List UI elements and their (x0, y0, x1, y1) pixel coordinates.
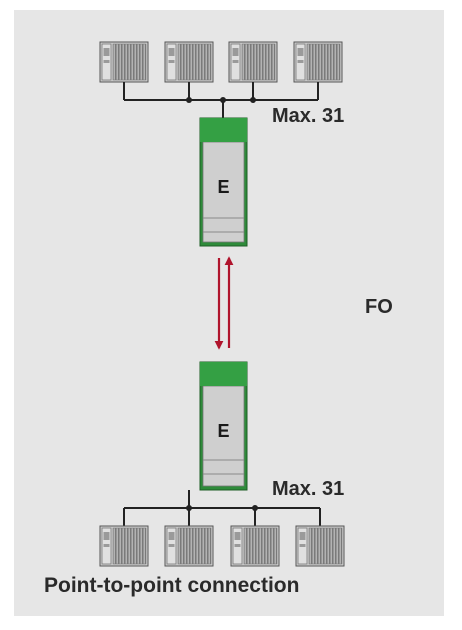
top-device-4 (293, 41, 343, 83)
bottom-device-2 (164, 525, 214, 567)
top-device-1 (99, 41, 149, 83)
top-device-2 (164, 41, 214, 83)
diagram-caption: Point-to-point connection (44, 574, 300, 597)
bottom-device-1 (99, 525, 149, 567)
bottom-max-label: Max. 31 (272, 478, 345, 500)
bottom-e-module: E (199, 361, 248, 491)
bottom-module-letter: E (217, 421, 229, 441)
bottom-device-4 (295, 525, 345, 567)
top-device-3 (228, 41, 278, 83)
top-max-label: Max. 31 (272, 105, 345, 127)
bottom-device-3 (230, 525, 280, 567)
fo-link (214, 256, 234, 350)
fo-label: FO (365, 296, 393, 318)
top-module-letter: E (217, 177, 229, 197)
top-bus-junctions (186, 97, 256, 103)
bottom-bus-junctions (186, 505, 258, 511)
top-e-module: E (199, 117, 248, 247)
